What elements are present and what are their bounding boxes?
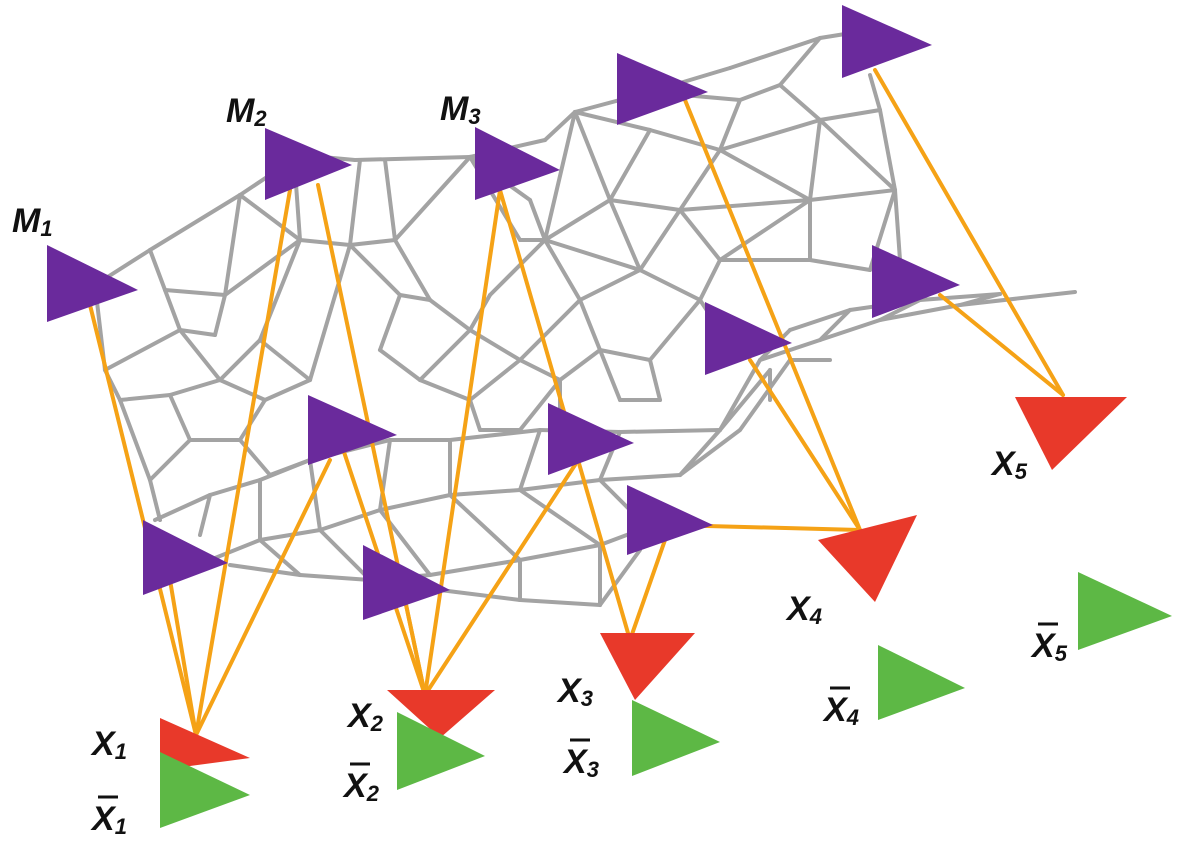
station-low-b-icon xyxy=(363,545,450,620)
truth-x5-icon xyxy=(1078,572,1172,650)
svg-text:X2: X2 xyxy=(342,767,380,806)
truth-x2-icon xyxy=(397,712,485,790)
label-xbar3: X3 xyxy=(562,738,599,782)
station-mid-a-icon xyxy=(308,395,397,465)
truth-x3-icon xyxy=(632,700,720,776)
estimate-x2-icon xyxy=(387,690,495,738)
station-right-a-icon xyxy=(705,302,792,375)
label-x5: X5 xyxy=(990,445,1028,484)
station-m3-icon xyxy=(475,127,560,200)
svg-text:X4: X4 xyxy=(822,691,859,730)
station-mid-b-icon xyxy=(548,403,634,475)
station-right-b-icon xyxy=(872,245,960,318)
label-xbar1: X1 xyxy=(90,795,127,839)
label-xbar5: X5 xyxy=(1030,622,1068,666)
label-m2: M2 xyxy=(226,92,267,131)
station-m2-icon xyxy=(265,128,352,200)
svg-text:X3: X3 xyxy=(562,743,599,782)
station-low-a-icon xyxy=(143,520,228,595)
triangle-markers xyxy=(47,5,1172,828)
svg-text:X5: X5 xyxy=(1030,627,1068,666)
label-x4: X4 xyxy=(785,590,822,629)
label-xbar2: X2 xyxy=(342,762,380,806)
station-top-b-icon xyxy=(842,5,932,78)
label-x3: X3 xyxy=(556,672,593,711)
estimate-x3-icon xyxy=(600,633,695,700)
station-low-c-icon xyxy=(627,485,713,555)
estimate-x1-icon xyxy=(160,718,250,770)
label-x1: X1 xyxy=(90,725,127,764)
station-m1-icon xyxy=(47,245,138,322)
estimate-x5-icon xyxy=(1015,397,1127,470)
label-m3: M3 xyxy=(440,90,481,129)
station-top-a-icon xyxy=(617,53,708,125)
label-x2: X2 xyxy=(346,697,384,736)
truth-x1-icon xyxy=(160,752,250,828)
link-lines xyxy=(88,68,1065,737)
label-xbar4: X4 xyxy=(822,686,859,730)
truth-x4-icon xyxy=(878,645,965,720)
label-m1: M1 xyxy=(12,202,53,241)
estimate-x4-icon xyxy=(818,515,917,602)
svg-text:X1: X1 xyxy=(90,800,127,839)
mesh-grid xyxy=(93,28,1077,607)
